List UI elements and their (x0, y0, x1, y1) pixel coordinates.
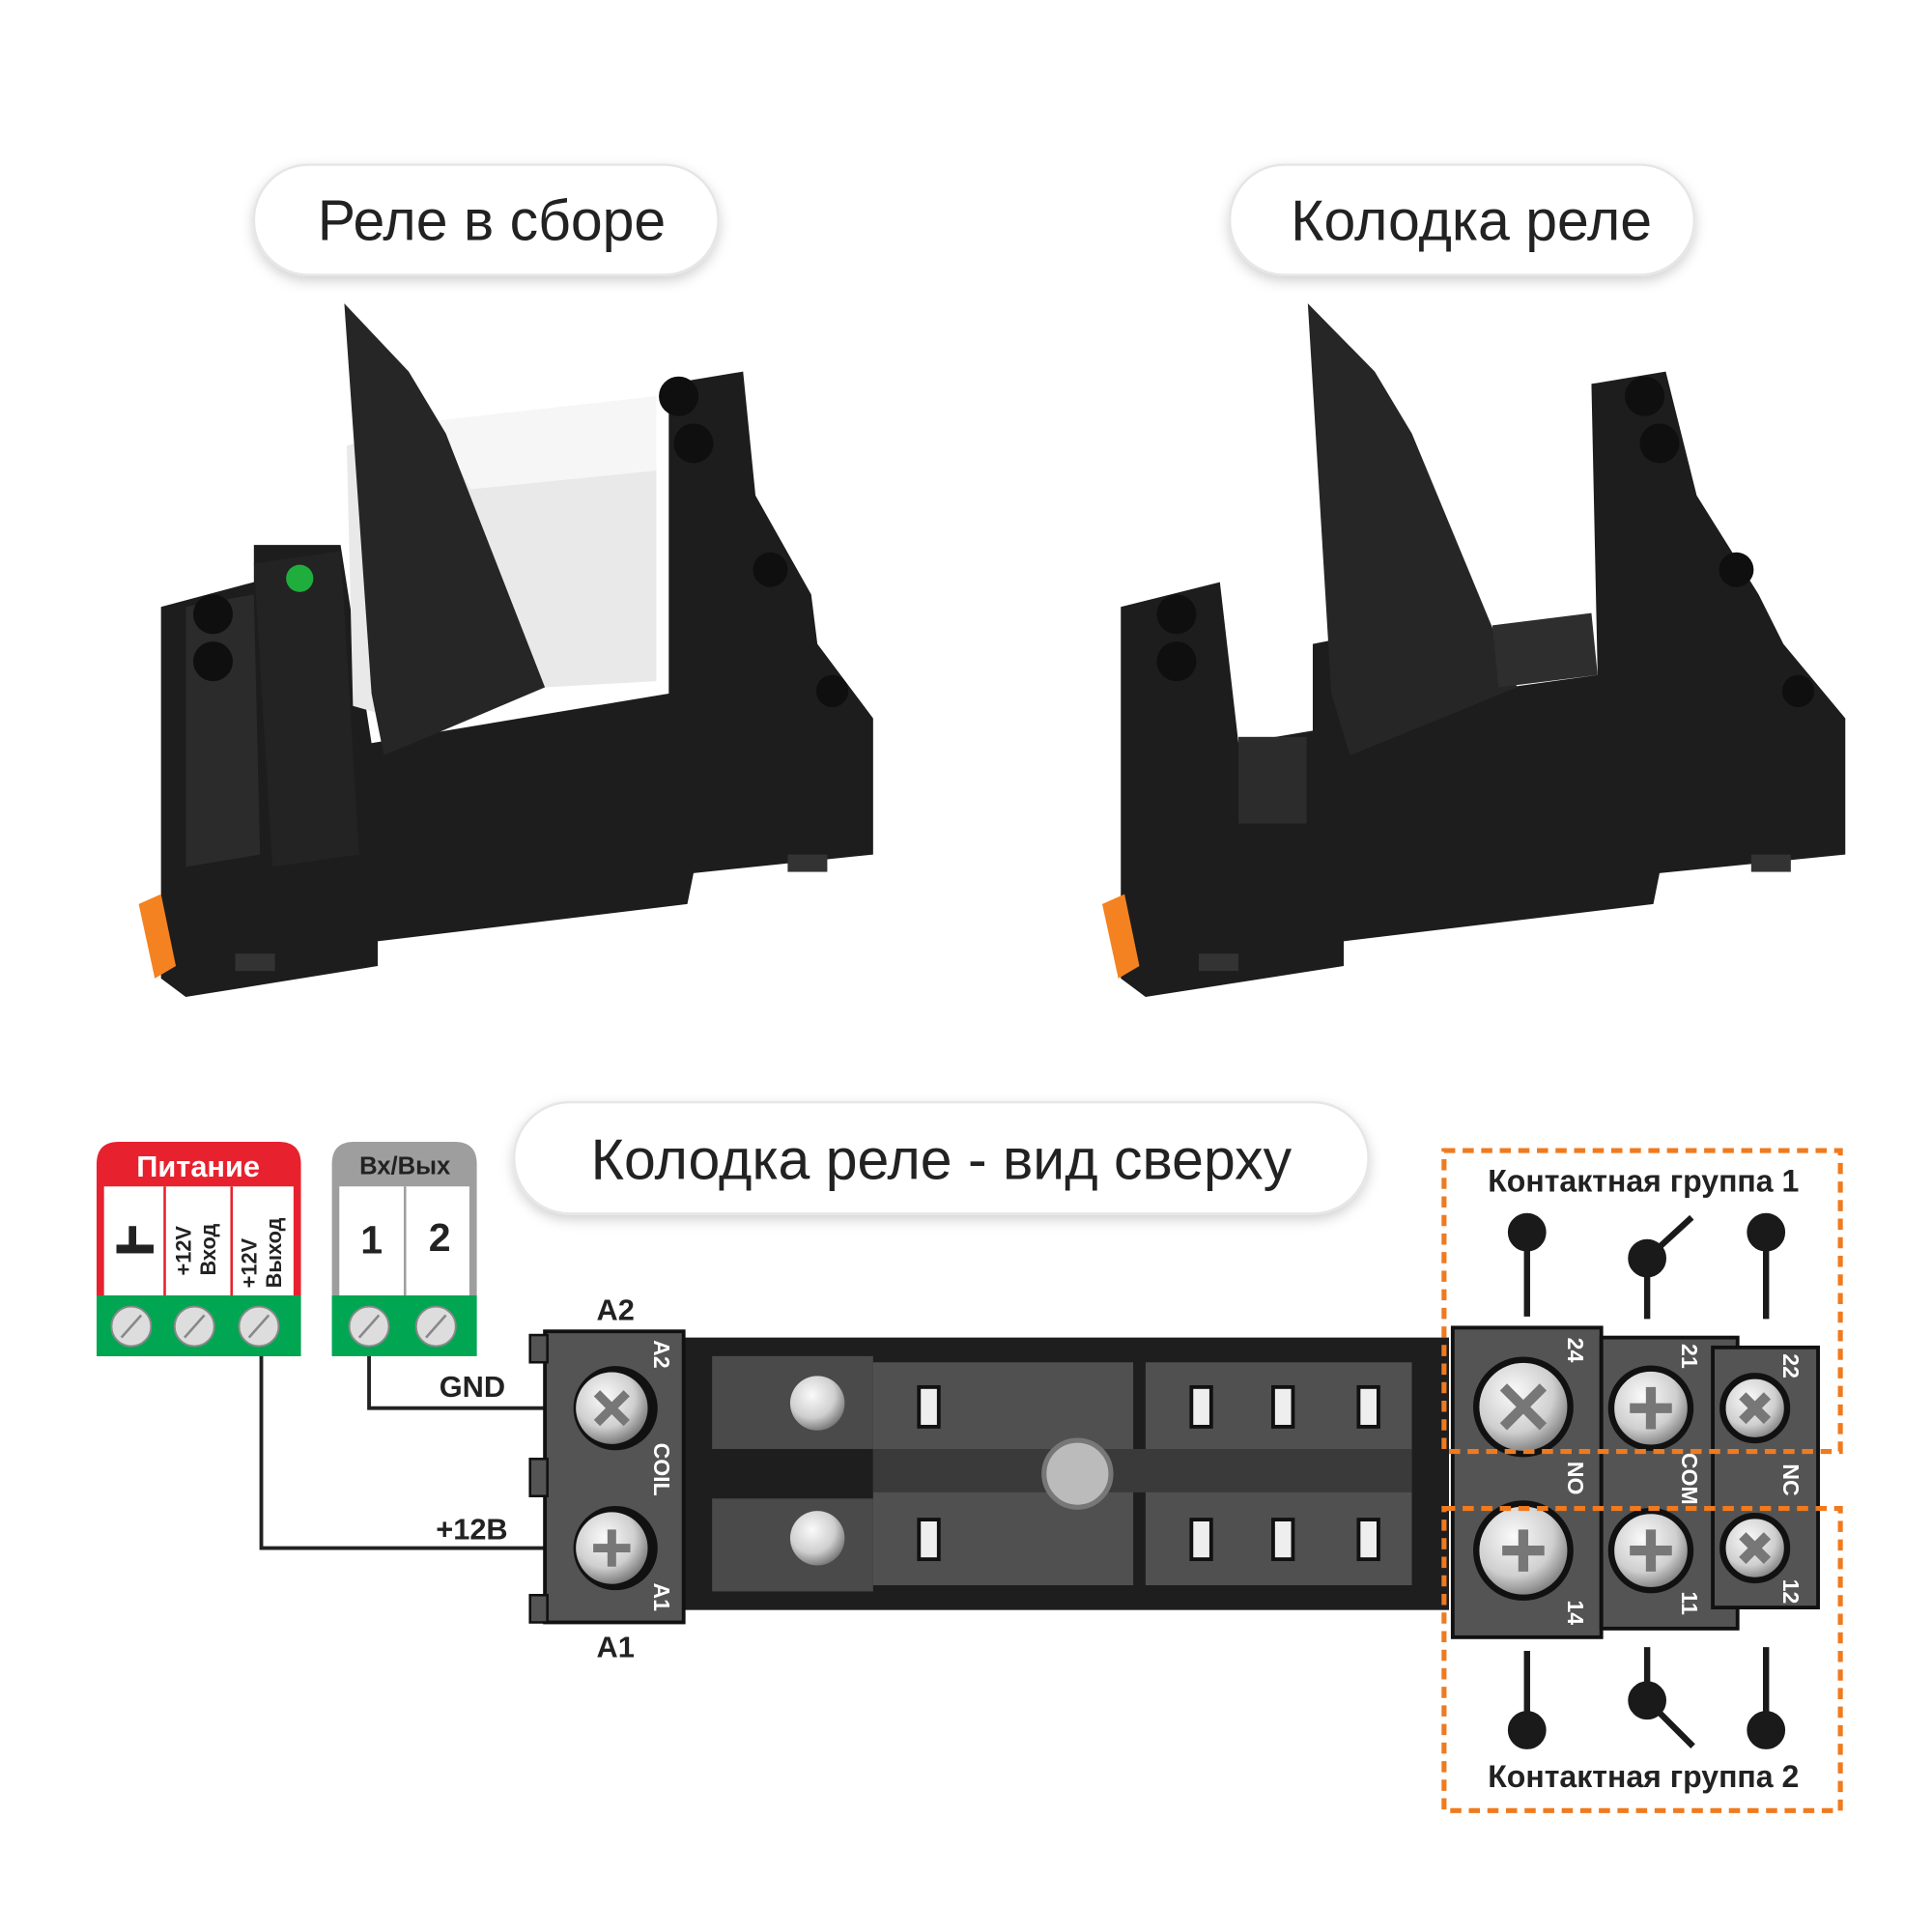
svg-text:Питание: Питание (136, 1150, 260, 1183)
label-socket-top-view: Колодка реле - вид сверху (512, 1100, 1370, 1215)
wire-gnd (367, 1355, 608, 1410)
svg-text:+12V: +12V (237, 1237, 261, 1288)
status-led (286, 564, 314, 592)
svg-text:Контактная группа 2: Контактная группа 2 (1488, 1759, 1799, 1794)
svg-text:A1: A1 (649, 1582, 674, 1611)
svg-text:NC: NC (1778, 1463, 1804, 1496)
svg-text:COIL: COIL (649, 1443, 674, 1496)
svg-text:Колодка реле: Колодка реле (1291, 190, 1652, 253)
svg-text:Контактная группа 1: Контактная группа 1 (1488, 1163, 1799, 1198)
svg-text:1: 1 (360, 1217, 383, 1262)
svg-text:Колодка реле - вид сверху: Колодка реле - вид сверху (591, 1129, 1293, 1192)
din-latch (1102, 894, 1140, 979)
wire-label-gnd: GND (440, 1370, 505, 1404)
label-assembled-relay: Реле в сборе (252, 163, 720, 276)
io-terminal-block: Вх/Вых 1 2 (331, 1142, 477, 1356)
svg-text:+12V: +12V (171, 1226, 195, 1276)
svg-text:21: 21 (1677, 1344, 1702, 1369)
din-latch (138, 894, 177, 979)
socket-top-view: A2 A1 A2 COIL A1 24 21 (528, 1293, 1820, 1663)
contact-group-1: Контактная группа 1 (1441, 1148, 1843, 1455)
svg-text:A1: A1 (597, 1630, 635, 1663)
ground-icon (116, 1226, 154, 1254)
svg-text:12: 12 (1778, 1579, 1804, 1605)
svg-text:COM: COM (1677, 1453, 1702, 1505)
svg-text:Вход: Вход (196, 1223, 220, 1275)
svg-text:22: 22 (1778, 1353, 1804, 1378)
svg-text:A2: A2 (597, 1293, 635, 1327)
svg-text:NO: NO (1563, 1462, 1588, 1495)
svg-text:2: 2 (429, 1215, 451, 1260)
svg-text:11: 11 (1677, 1591, 1702, 1615)
svg-text:Вх/Вых: Вх/Вых (359, 1152, 451, 1179)
svg-text:Реле в сборе: Реле в сборе (318, 190, 667, 253)
contact-symbol-icon (1507, 1212, 1786, 1320)
contact-symbol-icon (1507, 1647, 1786, 1749)
assembled-relay-image (138, 303, 873, 998)
power-terminal-block: Питание +12V Вход +12V Выход (97, 1142, 301, 1356)
contact-group-2: Контактная группа 2 (1441, 1505, 1843, 1813)
svg-text:24: 24 (1563, 1338, 1588, 1363)
wire-label-12v: +12B (436, 1513, 507, 1547)
svg-text:Выход: Выход (262, 1217, 286, 1288)
wires (259, 1355, 608, 1550)
relay-socket-image (1102, 303, 1846, 998)
svg-text:14: 14 (1563, 1600, 1588, 1625)
svg-text:A2: A2 (649, 1340, 674, 1368)
wire-12v (259, 1355, 608, 1550)
label-relay-socket: Колодка реле (1228, 163, 1696, 276)
